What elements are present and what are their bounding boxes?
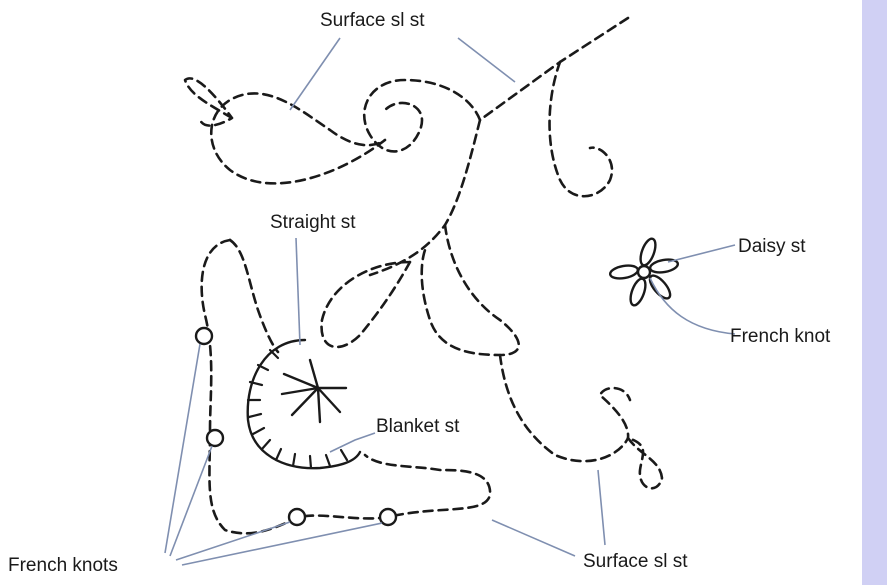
scrollbar-track[interactable] (862, 0, 887, 585)
upper-body-stitch (211, 93, 385, 183)
french-knot-dots (196, 328, 396, 525)
french-knot-dot (289, 509, 305, 525)
leader-french-knots-2 (170, 446, 212, 556)
label-surface-slip-stitch-bottom: Surface sl st (583, 551, 688, 572)
left-loop-inner-stitch (230, 240, 278, 352)
daisy-stitch-flower (609, 237, 679, 307)
leader-surface-bottom-left (492, 520, 575, 556)
stitch-labels: Surface sl st Straight st Daisy st Frenc… (8, 10, 831, 576)
daisy-center-french-knot (638, 266, 650, 278)
leader-surface-bottom-right (598, 470, 605, 545)
label-french-knots: French knots (8, 555, 118, 576)
upper-flourish-stitch (364, 80, 480, 151)
blanket-tick (293, 454, 295, 466)
label-daisy-stitch: Daisy st (738, 236, 806, 257)
leader-lines (165, 38, 735, 565)
label-surface-slip-stitch-top: Surface sl st (320, 10, 425, 31)
daisy-petal (609, 264, 639, 281)
lower-right-petal-stitch (628, 438, 662, 488)
french-knot-dot (207, 430, 223, 446)
straight-stitch-ray (310, 360, 318, 388)
label-blanket-stitch: Blanket st (376, 416, 460, 437)
label-straight-stitch: Straight st (270, 212, 356, 233)
leader-surface-top-right (458, 38, 515, 82)
blanket-tick (310, 456, 311, 468)
straight-stitch-burst (282, 360, 346, 422)
leader-blanket (330, 433, 375, 452)
daisy-petal (646, 272, 673, 301)
upper-right-curl-stitch (550, 62, 612, 196)
leader-straight (296, 238, 300, 345)
blanket-tick (253, 428, 264, 434)
right-stem-stitch (422, 225, 519, 355)
leader-french-knots-4 (182, 523, 382, 565)
stitch-lines (185, 18, 662, 533)
straight-stitch-ray (284, 374, 318, 388)
blanket-tick (249, 414, 261, 417)
lower-right-stem-stitch (500, 355, 630, 461)
label-french-knot: French knot (730, 326, 831, 347)
blanket-tick (326, 455, 330, 466)
leader-surface-top-left (290, 38, 340, 110)
leader-french-knot (650, 278, 735, 334)
french-knot-dot (196, 328, 212, 344)
blanket-tick (262, 440, 270, 449)
blanket-tick (341, 450, 347, 460)
straight-stitch-ray (318, 388, 320, 422)
leader-daisy (668, 245, 735, 262)
straight-stitch-ray (318, 388, 340, 412)
french-knot-dot (380, 509, 396, 525)
daisy-petal (628, 277, 649, 307)
blanket-tick (276, 449, 281, 460)
middle-leaf-stitch (322, 262, 410, 347)
